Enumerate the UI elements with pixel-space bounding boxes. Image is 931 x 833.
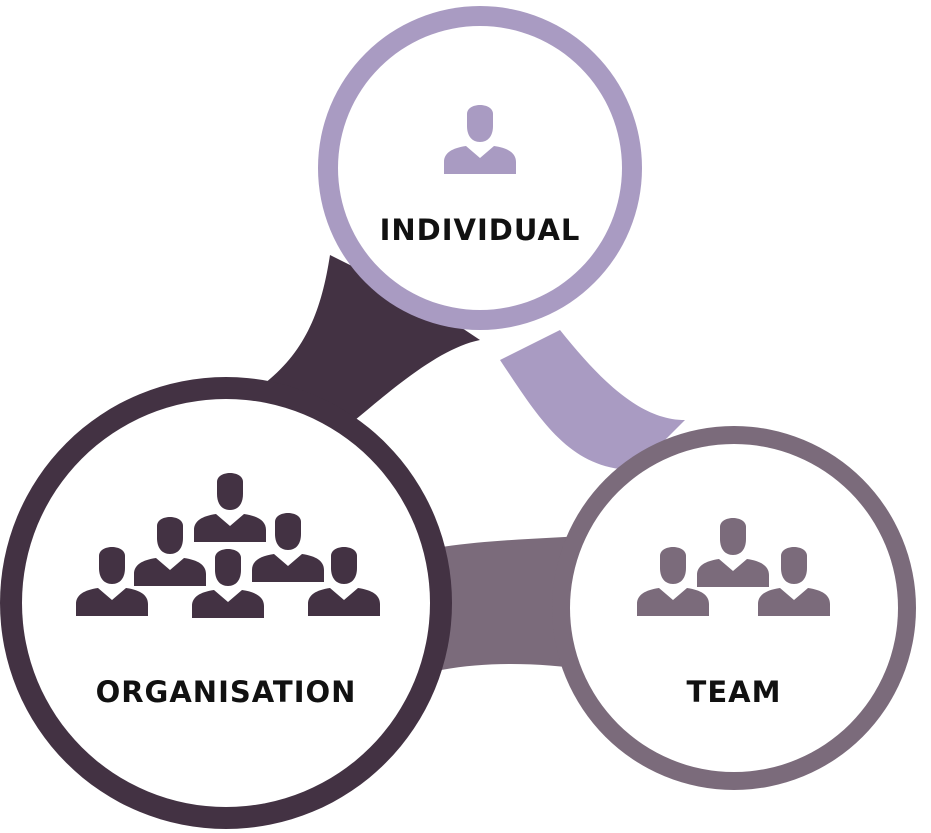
organisation-node: ORGANISATION [0, 377, 452, 829]
organisation-label: ORGANISATION [96, 675, 357, 709]
individual-team-connector [500, 330, 685, 470]
team-label: TEAM [687, 675, 782, 709]
team-inner [570, 444, 898, 772]
team-node: TEAM [552, 426, 916, 790]
individual-label: INDIVIDUAL [380, 213, 581, 247]
individual-node: INDIVIDUAL [318, 6, 642, 330]
